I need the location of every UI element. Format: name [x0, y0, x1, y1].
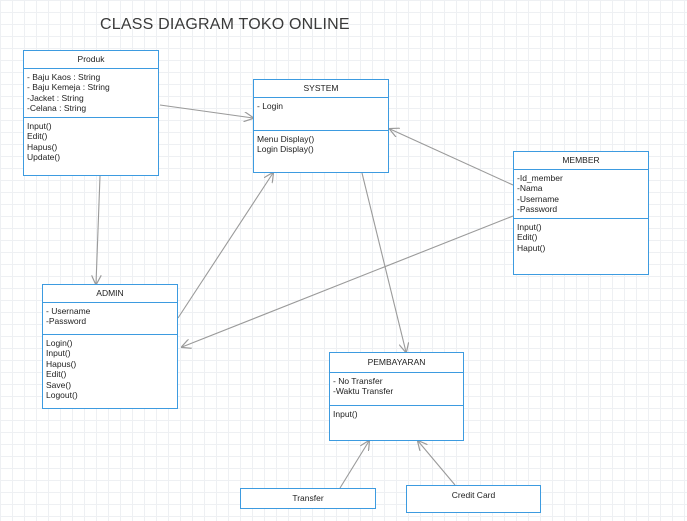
method: Update(): [27, 152, 61, 162]
attribute: -Celana : String: [27, 103, 87, 113]
method: Hapus(): [27, 141, 58, 152]
class-creditcard-name: Credit Card: [451, 490, 496, 500]
class-pembayaran-attributes: - No Transfer -Waktu Transfer: [330, 373, 463, 406]
method: Edit(): [46, 369, 67, 379]
method: Edit(): [27, 131, 48, 141]
class-system-methods: Menu Display() Login Display(): [254, 131, 388, 158]
attribute: -Password: [517, 204, 558, 214]
class-admin[interactable]: ADMIN - Username -Password Login() Input…: [42, 284, 178, 409]
method: Haput(): [517, 242, 546, 253]
method: Login Display(): [257, 144, 314, 154]
class-member[interactable]: MEMBER -Id_member -Nama -Username -Passw…: [513, 151, 649, 275]
class-produk-name: Produk: [24, 51, 158, 69]
attribute: - Login: [257, 100, 283, 111]
class-pembayaran[interactable]: PEMBAYARAN - No Transfer -Waktu Transfer…: [329, 352, 464, 441]
system-to-pembayaran-arrow: [361, 172, 406, 352]
attribute: - Baju Kemeja : String: [27, 82, 110, 92]
method: Edit(): [517, 232, 538, 242]
attribute: -Jacket : String: [27, 92, 84, 103]
class-system-attributes: - Login: [254, 98, 388, 131]
class-pembayaran-methods: Input(): [330, 406, 463, 423]
attribute: - No Transfer: [333, 375, 383, 386]
class-pembayaran-name: PEMBAYARAN: [330, 353, 463, 373]
attribute: -Waktu Transfer: [333, 386, 394, 396]
class-transfer[interactable]: Transfer: [240, 488, 376, 509]
transfer-to-pembayaran-arrow: [339, 441, 369, 489]
class-produk[interactable]: Produk - Baju Kaos : String - Baju Kemej…: [23, 50, 159, 176]
class-system[interactable]: SYSTEM - Login Menu Display() Login Disp…: [253, 79, 389, 173]
attribute: -Id_member: [517, 172, 563, 183]
method: Logout(): [46, 390, 78, 400]
class-admin-methods: Login() Input() Hapus() Edit() Save() Lo…: [43, 335, 177, 404]
produk-to-system-arrow: [159, 104, 253, 118]
class-member-methods: Input() Edit() Haput(): [514, 219, 648, 257]
class-admin-name: ADMIN: [43, 285, 177, 303]
creditcard-to-pembayaran-arrow: [418, 441, 456, 486]
method: Input(): [46, 348, 71, 358]
attribute: -Nama: [517, 183, 543, 193]
class-admin-attributes: - Username -Password: [43, 303, 177, 335]
class-system-name: SYSTEM: [254, 80, 388, 98]
class-creditcard[interactable]: Credit Card: [406, 485, 541, 513]
class-transfer-name: Transfer: [292, 493, 324, 504]
method: Input(): [27, 120, 52, 131]
attribute: - Username: [46, 305, 91, 316]
method: Input(): [333, 408, 358, 419]
admin-to-system-arrow: [177, 173, 273, 319]
class-produk-methods: Input() Edit() Hapus() Update(): [24, 118, 158, 166]
method: Save(): [46, 379, 72, 390]
attribute: - Baju Kaos : String: [27, 71, 101, 82]
class-produk-attributes: - Baju Kaos : String - Baju Kemeja : Str…: [24, 69, 158, 118]
method: Hapus(): [46, 358, 77, 369]
method: Menu Display(): [257, 133, 315, 144]
class-member-name: MEMBER: [514, 152, 648, 170]
attribute: -Password: [46, 316, 87, 326]
produk-to-admin-arrow: [96, 175, 100, 284]
member-to-system-arrow: [390, 129, 514, 186]
method: Login(): [46, 337, 73, 348]
attribute: -Username: [517, 193, 560, 204]
class-member-attributes: -Id_member -Nama -Username -Password: [514, 170, 648, 219]
method: Input(): [517, 221, 542, 232]
diagram-title: CLASS DIAGRAM TOKO ONLINE: [100, 16, 350, 33]
member-to-admin-arrow: [182, 215, 514, 347]
